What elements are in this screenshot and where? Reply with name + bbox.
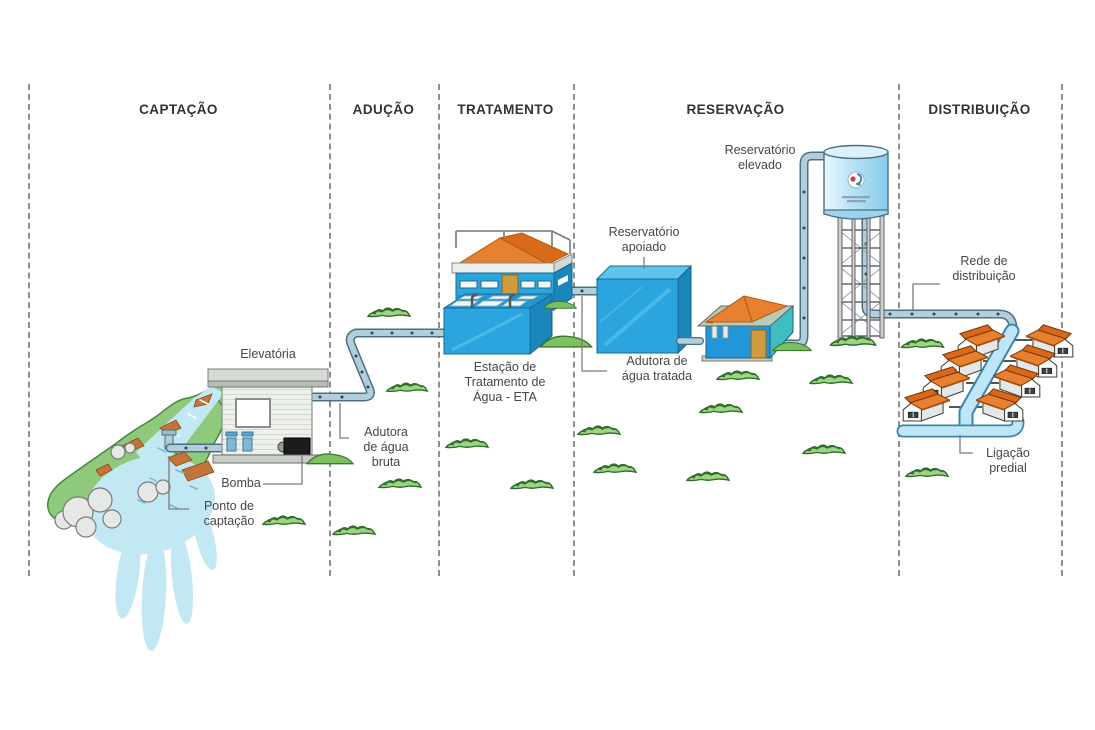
section-header-captacao: CAPTAÇÃO [139, 102, 218, 117]
tank-faucets [470, 293, 516, 308]
eta-cornice [451, 262, 555, 274]
leader-lines [168, 257, 973, 510]
pump [277, 437, 311, 456]
filter-panels [448, 295, 540, 307]
leader-adutora-tratada [581, 296, 607, 372]
section-divider [28, 84, 30, 576]
tank-logo [847, 171, 865, 189]
booster-station [696, 295, 795, 362]
tower-tank [823, 144, 889, 220]
eta-plant [442, 230, 593, 356]
label-ponto-captacao: Ponto de captação [203, 499, 255, 528]
leader-rede-distribuicao [912, 283, 940, 310]
pump-house [207, 368, 354, 465]
section-divider [573, 84, 575, 576]
section-divider [1061, 84, 1063, 576]
label-elevatoria: Elevatória [240, 347, 296, 361]
leader-bomba [263, 456, 303, 485]
section-header-tratamento: TRATAMENTO [457, 102, 554, 117]
label-reservatorio-apoiado: Reservatório apoiado [608, 225, 680, 254]
eta-windows [459, 280, 552, 289]
boulders [54, 442, 171, 538]
leader-ligacao-predial [959, 435, 973, 454]
section-header-distribuicao: DISTRIBUIÇÃO [928, 102, 1031, 117]
section-header-aducao: ADUÇÃO [352, 102, 415, 117]
label-eta: Estação de Tratamento de Água - ETA [464, 360, 546, 404]
street-main-pipe [958, 323, 1020, 434]
tank-text-line [842, 196, 870, 199]
label-ligacao-predial: Ligação predial [986, 446, 1030, 475]
river-water [85, 386, 224, 651]
water-ripples [137, 447, 198, 509]
tank-text-line [847, 200, 866, 203]
valves [225, 431, 254, 452]
ground-reservoir [595, 264, 693, 355]
section-header-reservacao: RESERVAÇÃO [686, 102, 785, 117]
section-divider [898, 84, 900, 576]
river-scene [47, 383, 232, 651]
service-bottom-pipe [896, 415, 1025, 438]
section-divider [329, 84, 331, 576]
label-bomba: Bomba [221, 476, 261, 490]
leader-ponto-captacao [168, 456, 189, 510]
label-reservatorio-elevado: Reservatório elevado [724, 143, 796, 172]
water-tower [823, 144, 889, 339]
tower-lattice [837, 215, 885, 339]
label-adutora-agua-tratada: Adutora de água tratada [621, 354, 693, 383]
leader-adutora-bruta [339, 403, 349, 439]
label-adutora-agua-bruta: Adutora de água bruta [363, 425, 409, 469]
label-rede-distribuicao: Rede de distribuição [952, 254, 1016, 283]
